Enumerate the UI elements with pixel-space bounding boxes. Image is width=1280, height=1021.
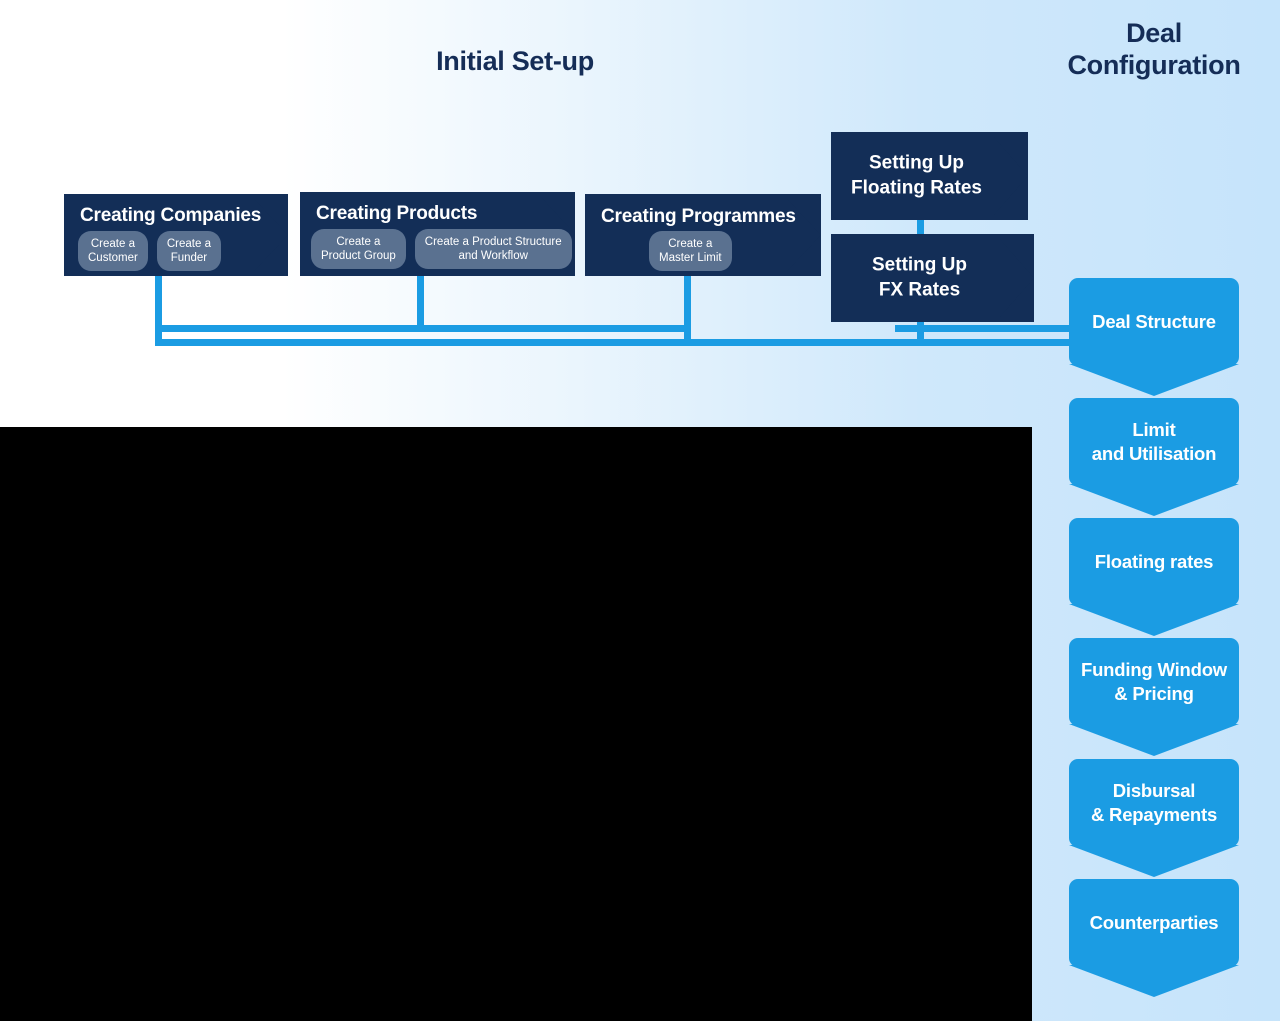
stage-title: Setting Up FX Rates <box>872 254 967 300</box>
step-pill[interactable]: Create a Master Limit <box>649 231 732 272</box>
deal-step-label: Limit and Utilisation <box>1091 419 1217 464</box>
connector-link-floating-to-fx <box>917 218 924 244</box>
stage-title: Creating Companies <box>80 205 262 226</box>
chevron-body <box>1069 879 1239 967</box>
connector-stub-products <box>155 325 685 332</box>
chevron-down-icon <box>1069 484 1239 516</box>
step-pill[interactable]: Create a Customer <box>78 231 148 272</box>
step-pill[interactable]: Create a Product Group <box>311 229 406 270</box>
chevron-body <box>1069 518 1239 606</box>
stage-setting-up-fx-rates[interactable]: Setting Up FX Rates <box>831 234 1034 322</box>
deal-step-label: Floating rates <box>1094 551 1214 573</box>
page-title-initial-setup: Initial Set-up <box>436 46 594 76</box>
chevron-down-icon <box>1069 845 1239 877</box>
stage-step-list: Create a Product Group Create a Product … <box>311 229 572 270</box>
stage-title: Setting Up Floating Rates <box>851 152 982 198</box>
connector-drop-companies <box>155 276 162 343</box>
stage-step-list: Create a Customer Create a Funder <box>78 231 221 272</box>
chevron-body <box>1069 398 1239 486</box>
step-pill[interactable]: Create a Funder <box>156 231 221 272</box>
page-title-deal-configuration: Deal Configuration <box>1067 18 1241 80</box>
stage-creating-companies[interactable]: Creating Companies Create a Customer Cre… <box>64 194 288 276</box>
connector-drop-products <box>417 276 424 325</box>
stage-title: Creating Products <box>316 203 478 224</box>
chevron-down-icon <box>1069 364 1239 396</box>
step-pill[interactable]: Create a Product Structure and Workflow <box>414 229 572 270</box>
chevron-down-icon <box>1069 965 1239 997</box>
deal-step-label: Disbursal & Repayments <box>1090 780 1218 825</box>
chevron-body <box>1069 278 1239 366</box>
stage-creating-products[interactable]: Creating Products Create a Product Group… <box>300 192 575 276</box>
chevron-down-icon <box>1069 604 1239 636</box>
stage-title: Creating Programmes <box>601 206 796 227</box>
chevron-down-icon <box>1069 724 1239 756</box>
deal-step-label: Deal Structure <box>1092 311 1216 333</box>
connector-stub-rates <box>895 325 1075 332</box>
chevron-body <box>1069 759 1239 847</box>
connector-bus-horizontal <box>155 339 1085 346</box>
connector-drop-programmes <box>684 276 691 339</box>
deal-step-label: Funding Window & Pricing <box>1080 659 1227 704</box>
stage-setting-up-floating-rates[interactable]: Setting Up Floating Rates <box>831 132 1028 220</box>
video-overlay-panel <box>0 427 1032 1021</box>
deal-step-label: Counterparties <box>1089 912 1219 934</box>
stage-creating-programmes[interactable]: Creating Programmes Create a Master Limi… <box>585 194 821 276</box>
chevron-body <box>1069 638 1239 726</box>
stage-step-list: Create a Master Limit <box>649 231 732 272</box>
